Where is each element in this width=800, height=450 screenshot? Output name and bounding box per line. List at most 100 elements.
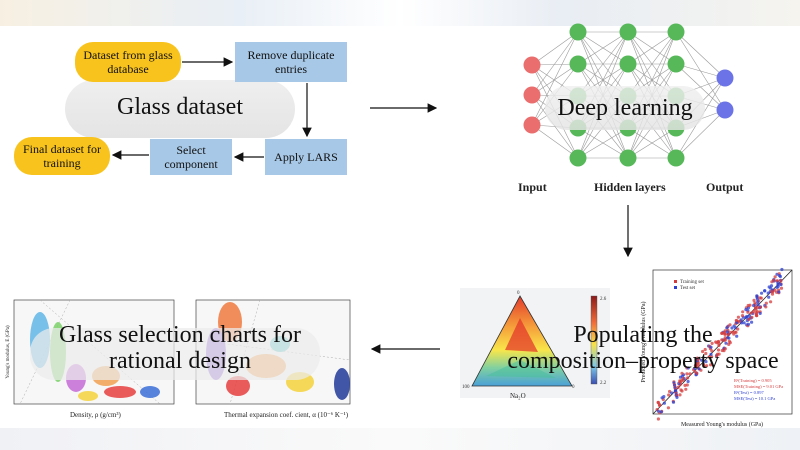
hidden-node [667,23,685,41]
test-point [704,360,708,364]
svg-text:0: 0 [517,291,520,296]
training-point [723,338,728,342]
training-point [701,362,706,366]
test-point [746,322,751,326]
training-point [656,401,660,405]
test-point [686,366,690,370]
test-point [747,314,752,318]
selection-ylabel: Young's modulus, E (GPa) [6,325,11,379]
training-point [666,406,671,410]
test-point [776,281,780,285]
training-point [732,332,736,336]
scatter-stat: MSE(Training) = 9.01 GPa [734,384,783,389]
test-point [678,375,683,379]
test-point [758,311,762,315]
test-point [675,395,679,399]
training-point [717,343,721,348]
scatter-stat: MSE(Test) = 10.1 GPa [734,396,775,401]
training-point [703,347,707,352]
training-point [680,371,684,375]
glass-family-region [334,368,350,400]
training-point [705,364,709,368]
test-point [662,395,666,399]
populating-line2: composition–property space [507,348,779,374]
test-point [767,295,771,299]
glass-dataset-title: Glass dataset [117,94,243,120]
input-node [523,86,541,104]
test-point [775,285,779,289]
training-point [752,298,756,302]
nn-connection [531,124,579,159]
training-point [688,372,692,376]
final-dataset-box: Final dataset for training [14,137,110,175]
training-point [758,305,763,309]
training-point [680,389,684,393]
training-point [667,393,671,397]
test-point [725,326,729,330]
training-point [715,341,719,345]
hidden-node [667,55,685,73]
input-node [523,116,541,134]
training-point [728,323,732,327]
hidden-node [619,55,637,73]
training-point [728,330,732,334]
training-point [750,315,754,319]
training-point [736,315,741,319]
output-node [716,69,734,87]
test-point [735,334,739,338]
training-point [685,372,689,376]
deep-learning-pill [545,86,705,130]
test-point [742,321,746,325]
remove-duplicates-box: Remove duplicate entries [235,42,347,82]
training-point [758,296,762,300]
training-point [704,351,708,356]
training-point [723,332,727,336]
training-point [764,301,768,305]
top-decor-band [0,0,800,26]
training-point [710,341,714,345]
nn-connection [675,31,726,79]
test-point [693,366,697,370]
test-point [767,285,771,289]
svg-text:100: 100 [462,385,470,390]
training-point [696,357,700,361]
nn-connection [531,31,579,66]
test-point [659,410,664,414]
dataset-source-box: Dataset from glass database [75,42,181,82]
training-point [746,310,750,314]
training-point [678,393,682,397]
test-point [697,367,701,371]
training-point [770,290,774,294]
glass-family-region [104,386,136,398]
training-point [715,352,720,356]
test-point [777,290,781,294]
training-point [658,403,662,408]
glass-family-region [78,391,98,401]
test-point [744,316,748,320]
training-point [684,387,688,391]
test-point [755,295,759,299]
training-point [755,306,759,310]
test-point [730,326,734,330]
test-point [756,303,760,307]
nn-connection [531,31,579,126]
guide-line [39,299,161,405]
scatter-stat: R²(Test) = 0.897 [734,390,764,395]
training-point [764,305,768,309]
hidden-node [569,23,587,41]
output-node [716,101,734,119]
training-point [693,370,697,374]
training-point [740,314,745,318]
training-point [770,292,775,296]
training-point [685,383,689,387]
nn-connection [531,63,579,96]
populating-title: Populating the composition–property spac… [498,322,788,374]
hidden-node [569,149,587,167]
training-point [773,288,777,292]
selection-left-xlabel: Density, ρ (g/cm³) [70,411,121,419]
test-point [763,289,767,293]
training-point [681,376,685,381]
glass-family-region [226,376,250,396]
nn-connection [627,31,677,65]
